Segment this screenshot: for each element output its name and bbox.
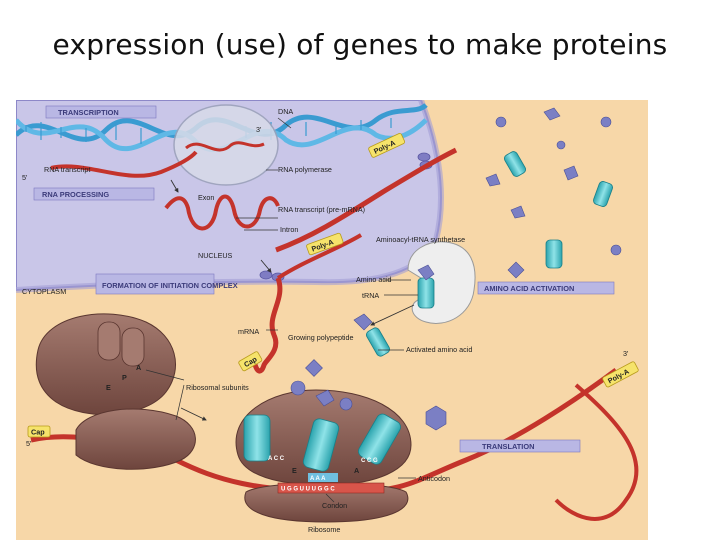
svg-text:A: A xyxy=(136,363,141,372)
mature-mrna-nucleus xyxy=(275,147,458,253)
growing-polypeptide xyxy=(290,359,447,431)
pre-mrna xyxy=(164,194,280,231)
label-activated-amino-acid: Activated amino acid xyxy=(406,345,472,354)
leader-lines xyxy=(145,117,418,503)
svg-text:P: P xyxy=(122,373,127,382)
label-rna-transcript: RNA transcript xyxy=(44,165,90,174)
codon-strip: U G G U U U G G C A A A xyxy=(277,473,385,494)
free-trnas xyxy=(504,151,613,269)
svg-text:RNA PROCESSING: RNA PROCESSING xyxy=(42,190,109,199)
rna-transcript-strand xyxy=(50,150,198,178)
label-3-prime-top: 3' xyxy=(256,125,262,134)
site-a-label: A xyxy=(354,466,359,475)
free-amino-acids xyxy=(485,107,622,279)
site-e-label: E xyxy=(292,466,297,475)
label-anticodon: Anticodon xyxy=(418,474,450,483)
ribosomal-subunits: A P E xyxy=(35,313,196,470)
label-ribosome: Ribosome xyxy=(308,525,340,534)
slide-title: expression (use) of genes to make protei… xyxy=(52,28,668,61)
rna-processing-box: RNA PROCESSING xyxy=(33,187,155,201)
svg-text:TRANSLATION: TRANSLATION xyxy=(482,442,534,451)
cap-tag-left: Cap xyxy=(27,425,51,438)
cap-tag-mid: Cap xyxy=(238,351,263,372)
label-growing-polypeptide: Growing polypeptide xyxy=(288,333,354,342)
gene-expression-diagram: Poly-A Poly-A Poly-A Cap Cap TRANSCRIPTI… xyxy=(16,100,648,540)
label-rna-polymerase: RNA polymerase xyxy=(278,165,332,174)
translation-box: TRANSLATION xyxy=(459,439,581,453)
svg-text:A A A: A A A xyxy=(310,476,326,482)
svg-text:E: E xyxy=(106,383,111,392)
svg-text:TRANSCRIPTION: TRANSCRIPTION xyxy=(58,108,119,117)
label-ribosomal-subunits: Ribosomal subunits xyxy=(186,383,249,392)
label-nucleus: NUCLEUS xyxy=(198,251,233,260)
svg-text:AMINO ACID ACTIVATION: AMINO ACID ACTIVATION xyxy=(484,284,574,293)
svg-text:Cap: Cap xyxy=(31,428,45,437)
aminoacyl-trna-synthetase xyxy=(407,241,476,324)
svg-text:C C G: C C G xyxy=(361,458,378,464)
amino-acid-activation-box: AMINO ACID ACTIVATION xyxy=(477,281,615,295)
svg-text:A C C: A C C xyxy=(268,456,285,462)
label-trna: tRNA xyxy=(362,291,379,300)
label-dna: DNA xyxy=(278,107,293,116)
label-cytoplasm: CYTOPLASM xyxy=(22,287,66,296)
label-3-prime-right: 3' xyxy=(623,349,629,358)
label-mrna: mRNA xyxy=(238,327,259,336)
label-amino-acid: Amino acid xyxy=(356,275,392,284)
poly-a-tag-mid: Poly-A xyxy=(306,232,344,256)
transcription-box: TRANSCRIPTION xyxy=(45,105,157,119)
label-exon: Exon xyxy=(198,193,214,202)
label-rna-transcript-pre: RNA transcript (pre-mRNA) xyxy=(278,205,365,214)
label-5-prime-bottom: 5' xyxy=(26,439,32,448)
formation-box: FORMATION OF INITIATION COMPLEX xyxy=(95,273,238,295)
flow-arrows xyxy=(170,179,415,421)
label-intron: Intron xyxy=(280,225,298,234)
rna-polymerase xyxy=(173,104,279,186)
mrna-cytoplasm xyxy=(251,277,283,374)
label-synthetase: Aminoacyl-tRNA synthetase xyxy=(376,235,465,244)
svg-text:U G G U U U G G C: U G G U U U G G C xyxy=(281,487,335,493)
trna-in-ribosome: A C C C C G xyxy=(243,413,401,472)
label-5-prime: 5' xyxy=(22,173,28,182)
label-codon: Condon xyxy=(322,501,347,510)
svg-text:FORMATION OF INITIATION COMPLE: FORMATION OF INITIATION COMPLEX xyxy=(102,281,238,290)
